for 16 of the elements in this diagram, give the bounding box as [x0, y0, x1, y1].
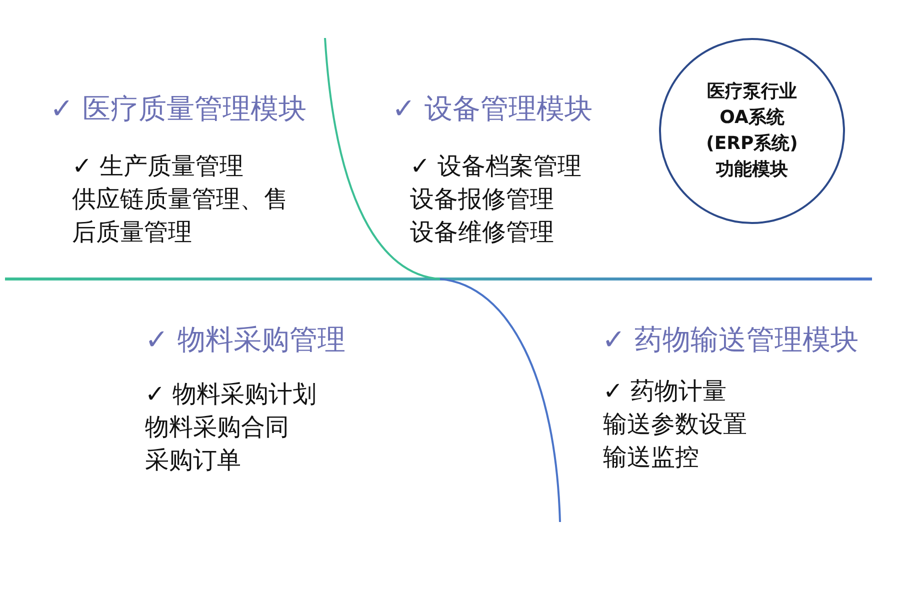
list-item: 输送参数设置: [603, 409, 747, 440]
list-item: ✓ 物料采购计划: [145, 379, 317, 410]
list-item: 供应链质量管理、售后质量管理: [72, 184, 289, 248]
section-heading: ✓ 物料采购管理: [145, 323, 346, 357]
list-item: 设备维修管理: [410, 217, 554, 248]
section-heading: ✓ 医疗质量管理模块: [50, 92, 306, 126]
circle-node: 医疗泵行业OA系统(ERP系统)功能模块: [659, 38, 845, 224]
list-item: ✓ 生产质量管理: [72, 151, 244, 182]
list-item: ✓ 设备档案管理: [410, 151, 582, 182]
list-item: 输送监控: [603, 442, 699, 473]
section-heading: ✓ 药物输送管理模块: [602, 323, 858, 357]
list-item: ✓ 药物计量: [603, 376, 727, 407]
list-item: 物料采购合同: [145, 412, 289, 443]
section-heading: ✓ 设备管理模块: [392, 92, 592, 126]
list-item: 设备报修管理: [410, 184, 554, 215]
list-item: 采购订单: [145, 445, 241, 476]
